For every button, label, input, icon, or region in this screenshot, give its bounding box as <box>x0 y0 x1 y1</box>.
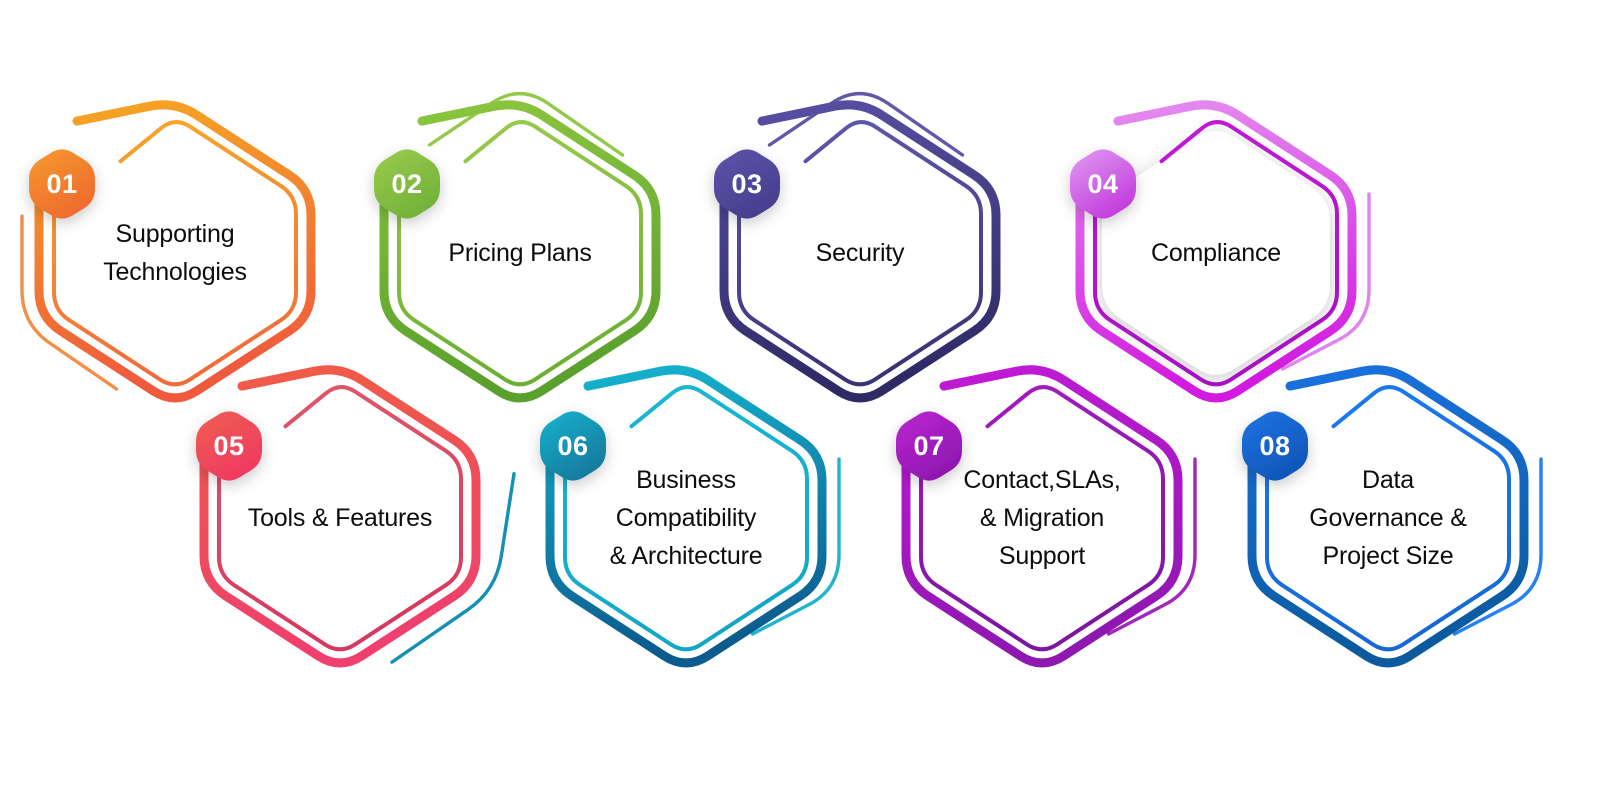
hexagon-trail-stroke-07 <box>1106 457 1197 636</box>
hexagon-outer-stroke-07 <box>901 365 1183 668</box>
number-badge-08[interactable] <box>1242 411 1308 481</box>
hexagon-inner-stroke-02 <box>397 120 643 387</box>
number-badge-02[interactable] <box>374 149 440 219</box>
hexagon-outer-stroke-02 <box>379 100 661 403</box>
hexagon-inner-stroke-01 <box>52 120 298 387</box>
hexagon-outer-stroke-08 <box>1247 365 1529 668</box>
number-badge-01[interactable] <box>29 149 95 219</box>
hexagon-inner-stroke-06 <box>563 385 809 652</box>
number-badge-05[interactable] <box>196 411 262 481</box>
hexagon-outer-stroke-06 <box>545 365 827 668</box>
hexagon-trail-stroke-08 <box>1452 457 1543 636</box>
hexagon-outer-stroke-01 <box>34 100 316 403</box>
number-badge-04[interactable] <box>1070 149 1136 219</box>
hexagon-outer-stroke-03 <box>719 100 1001 403</box>
hexagon-outer-stroke-05 <box>199 365 481 668</box>
hexagon-shadow-plate <box>1102 131 1330 375</box>
number-badge-03[interactable] <box>714 149 780 219</box>
hexagon-inner-stroke-08 <box>1265 385 1511 652</box>
hexagon-trail-stroke-05 <box>390 472 516 664</box>
number-badge-07[interactable] <box>896 411 962 481</box>
hexagon-inner-stroke-03 <box>737 120 983 387</box>
hexagon-inner-stroke-04 <box>1093 120 1339 387</box>
hexagon-trail-stroke-04 <box>1280 192 1371 371</box>
hexagon-trail-stroke-01 <box>20 214 119 391</box>
hexagon-inner-stroke-07 <box>919 385 1165 652</box>
hexagon-outer-stroke-04 <box>1075 100 1357 403</box>
hexagon-trail-stroke-06 <box>750 457 841 636</box>
hexagon-shapes-layer <box>20 91 1543 668</box>
number-badge-06[interactable] <box>540 411 606 481</box>
hexagon-inner-stroke-05 <box>217 385 463 652</box>
